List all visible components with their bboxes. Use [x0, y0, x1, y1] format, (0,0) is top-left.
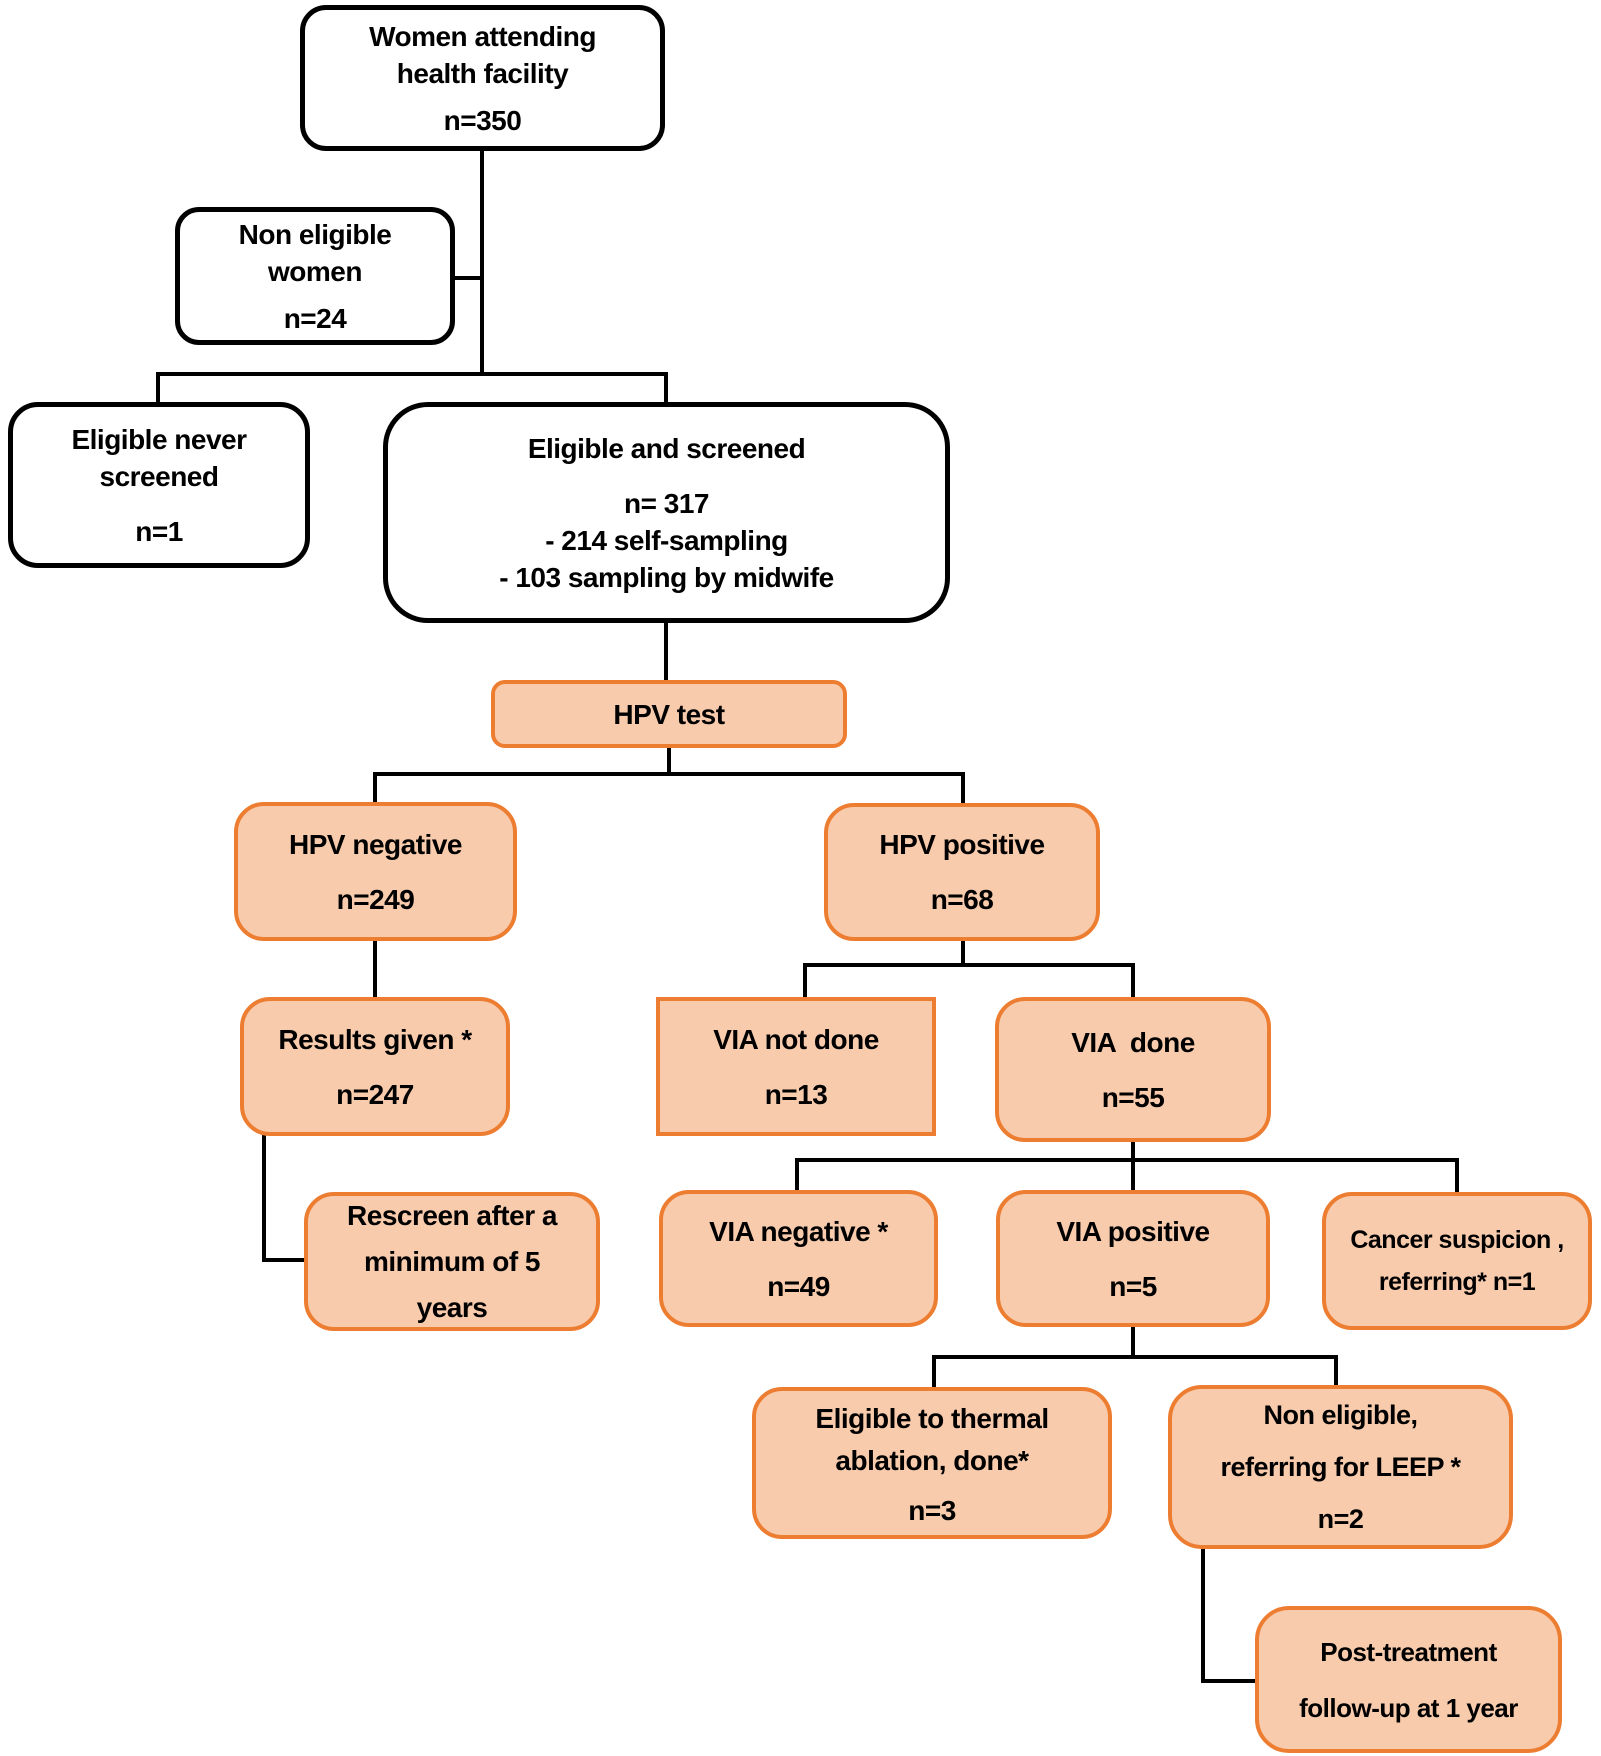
connector-eligible-screened-drop [664, 372, 668, 404]
node-count: n=249 [336, 883, 415, 915]
node-title-line: Results given * [278, 1023, 472, 1055]
connector-eligibility-split [156, 372, 668, 376]
connector-hpv-negative-drop [373, 772, 377, 804]
node-thermal-ablation: Eligible to thermal ablation, done* n=3 [752, 1387, 1112, 1539]
connector-hpv-positive-drop [961, 772, 965, 805]
node-detail-line: - 214 self-sampling [545, 524, 788, 556]
node-title-line: health facility [396, 57, 569, 89]
node-count: n=3 [908, 1494, 956, 1526]
node-title-line: VIA not done [713, 1023, 879, 1055]
node-count: n=68 [930, 884, 994, 915]
node-count: n= 317 [624, 487, 709, 519]
node-count: n=247 [336, 1078, 414, 1110]
node-title-line: Eligible and screened [527, 432, 806, 464]
connector-via-split [803, 963, 1135, 967]
node-title-line: women [268, 255, 362, 287]
node-detail-line: - 103 sampling by midwife [499, 561, 834, 593]
node-post-treatment: Post-treatment follow-up at 1 year [1255, 1606, 1562, 1753]
node-results-given: Results given * n=247 [240, 997, 510, 1136]
connector-via-done-drop [1131, 963, 1135, 999]
node-count: n=49 [767, 1270, 830, 1302]
connector-hpv-test-stem [667, 745, 671, 776]
node-hpv-test: HPV test [491, 680, 847, 748]
node-count: n=24 [283, 302, 347, 334]
node-title-line: referring for LEEP * [1220, 1452, 1461, 1482]
node-hpv-positive: HPV positive n=68 [824, 803, 1100, 941]
connector-leep-elbow-vertical [1201, 1546, 1205, 1683]
node-rescreen: Rescreen after a minimum of 5 years [304, 1192, 600, 1331]
node-title-line: years [416, 1291, 488, 1323]
node-count: n=350 [443, 104, 522, 136]
node-title-line: HPV negative [289, 828, 462, 860]
node-count: n=13 [764, 1078, 828, 1110]
connector-via-negative-drop [795, 1158, 799, 1192]
node-title-line: VIA negative * [709, 1215, 888, 1247]
node-title-line: Eligible to thermal [815, 1402, 1049, 1434]
node-title-line: HPV positive [879, 829, 1045, 860]
connector-results-elbow-horizontal [262, 1258, 308, 1262]
node-women-attending: Women attending health facility n=350 [300, 5, 665, 151]
node-count: n=2 [1317, 1504, 1364, 1534]
connector-screened-to-hpv-test [664, 621, 668, 682]
node-cancer-suspicion: Cancer suspicion , referring* n=1 [1322, 1192, 1592, 1330]
node-title-line: VIA done [1071, 1026, 1195, 1058]
node-title-line: HPV test [613, 698, 725, 730]
connector-via-positive-stem [1131, 1325, 1135, 1359]
node-title-line: Rescreen after a [347, 1199, 557, 1231]
node-title-line: follow-up at 1 year [1299, 1692, 1518, 1723]
connector-non-eligible-branch [450, 276, 482, 280]
connector-thermal-drop [932, 1355, 936, 1389]
node-hpv-negative: HPV negative n=249 [234, 802, 517, 941]
node-title-line: minimum of 5 [363, 1245, 541, 1277]
connector-via-results-split [795, 1158, 1457, 1162]
node-title-line: ablation, done* [835, 1444, 1029, 1476]
node-count: n=1 [135, 515, 183, 547]
node-via-done: VIA done n=55 [995, 997, 1271, 1142]
node-title-line: Women attending [369, 20, 596, 52]
node-via-not-done: VIA not done n=13 [656, 997, 936, 1136]
node-via-negative: VIA negative * n=49 [659, 1190, 938, 1327]
node-count: n=5 [1109, 1270, 1157, 1302]
node-non-eligible-women: Non eligible women n=24 [175, 207, 455, 345]
connector-hpv-split [373, 772, 965, 776]
node-title-line: Non eligible, [1263, 1400, 1418, 1430]
node-title-line: Eligible never [71, 423, 247, 455]
connector-treatment-split [932, 1355, 1338, 1359]
node-title-line: Post-treatment [1320, 1636, 1497, 1667]
node-title-line: referring* n=1 [1378, 1268, 1536, 1296]
node-eligible-and-screened: Eligible and screened n= 317 - 214 self-… [383, 402, 950, 623]
connector-results-elbow-vertical [262, 1133, 266, 1262]
node-count: n=55 [1101, 1081, 1165, 1113]
node-title-line: VIA positive [1056, 1215, 1210, 1247]
connector-eligible-never-drop [156, 372, 160, 404]
connector-via-done-stem [1131, 1140, 1135, 1192]
node-title-line: screened [99, 460, 219, 492]
node-non-eligible-leep: Non eligible, referring for LEEP * n=2 [1168, 1385, 1513, 1549]
node-title-line: Non eligible [238, 218, 392, 250]
connector-leep-drop [1334, 1355, 1338, 1387]
node-title-line: Cancer suspicion , [1350, 1226, 1564, 1254]
connector-hpv-positive-stem [961, 938, 965, 967]
connector-via-not-done-drop [803, 963, 807, 999]
connector-negative-to-results [373, 938, 377, 999]
connector-cancer-suspicion-drop [1455, 1158, 1459, 1194]
node-eligible-never-screened: Eligible never screened n=1 [8, 402, 310, 568]
connector-women-to-split [480, 150, 484, 376]
node-via-positive: VIA positive n=5 [996, 1190, 1270, 1327]
connector-leep-elbow-horizontal [1201, 1679, 1259, 1683]
